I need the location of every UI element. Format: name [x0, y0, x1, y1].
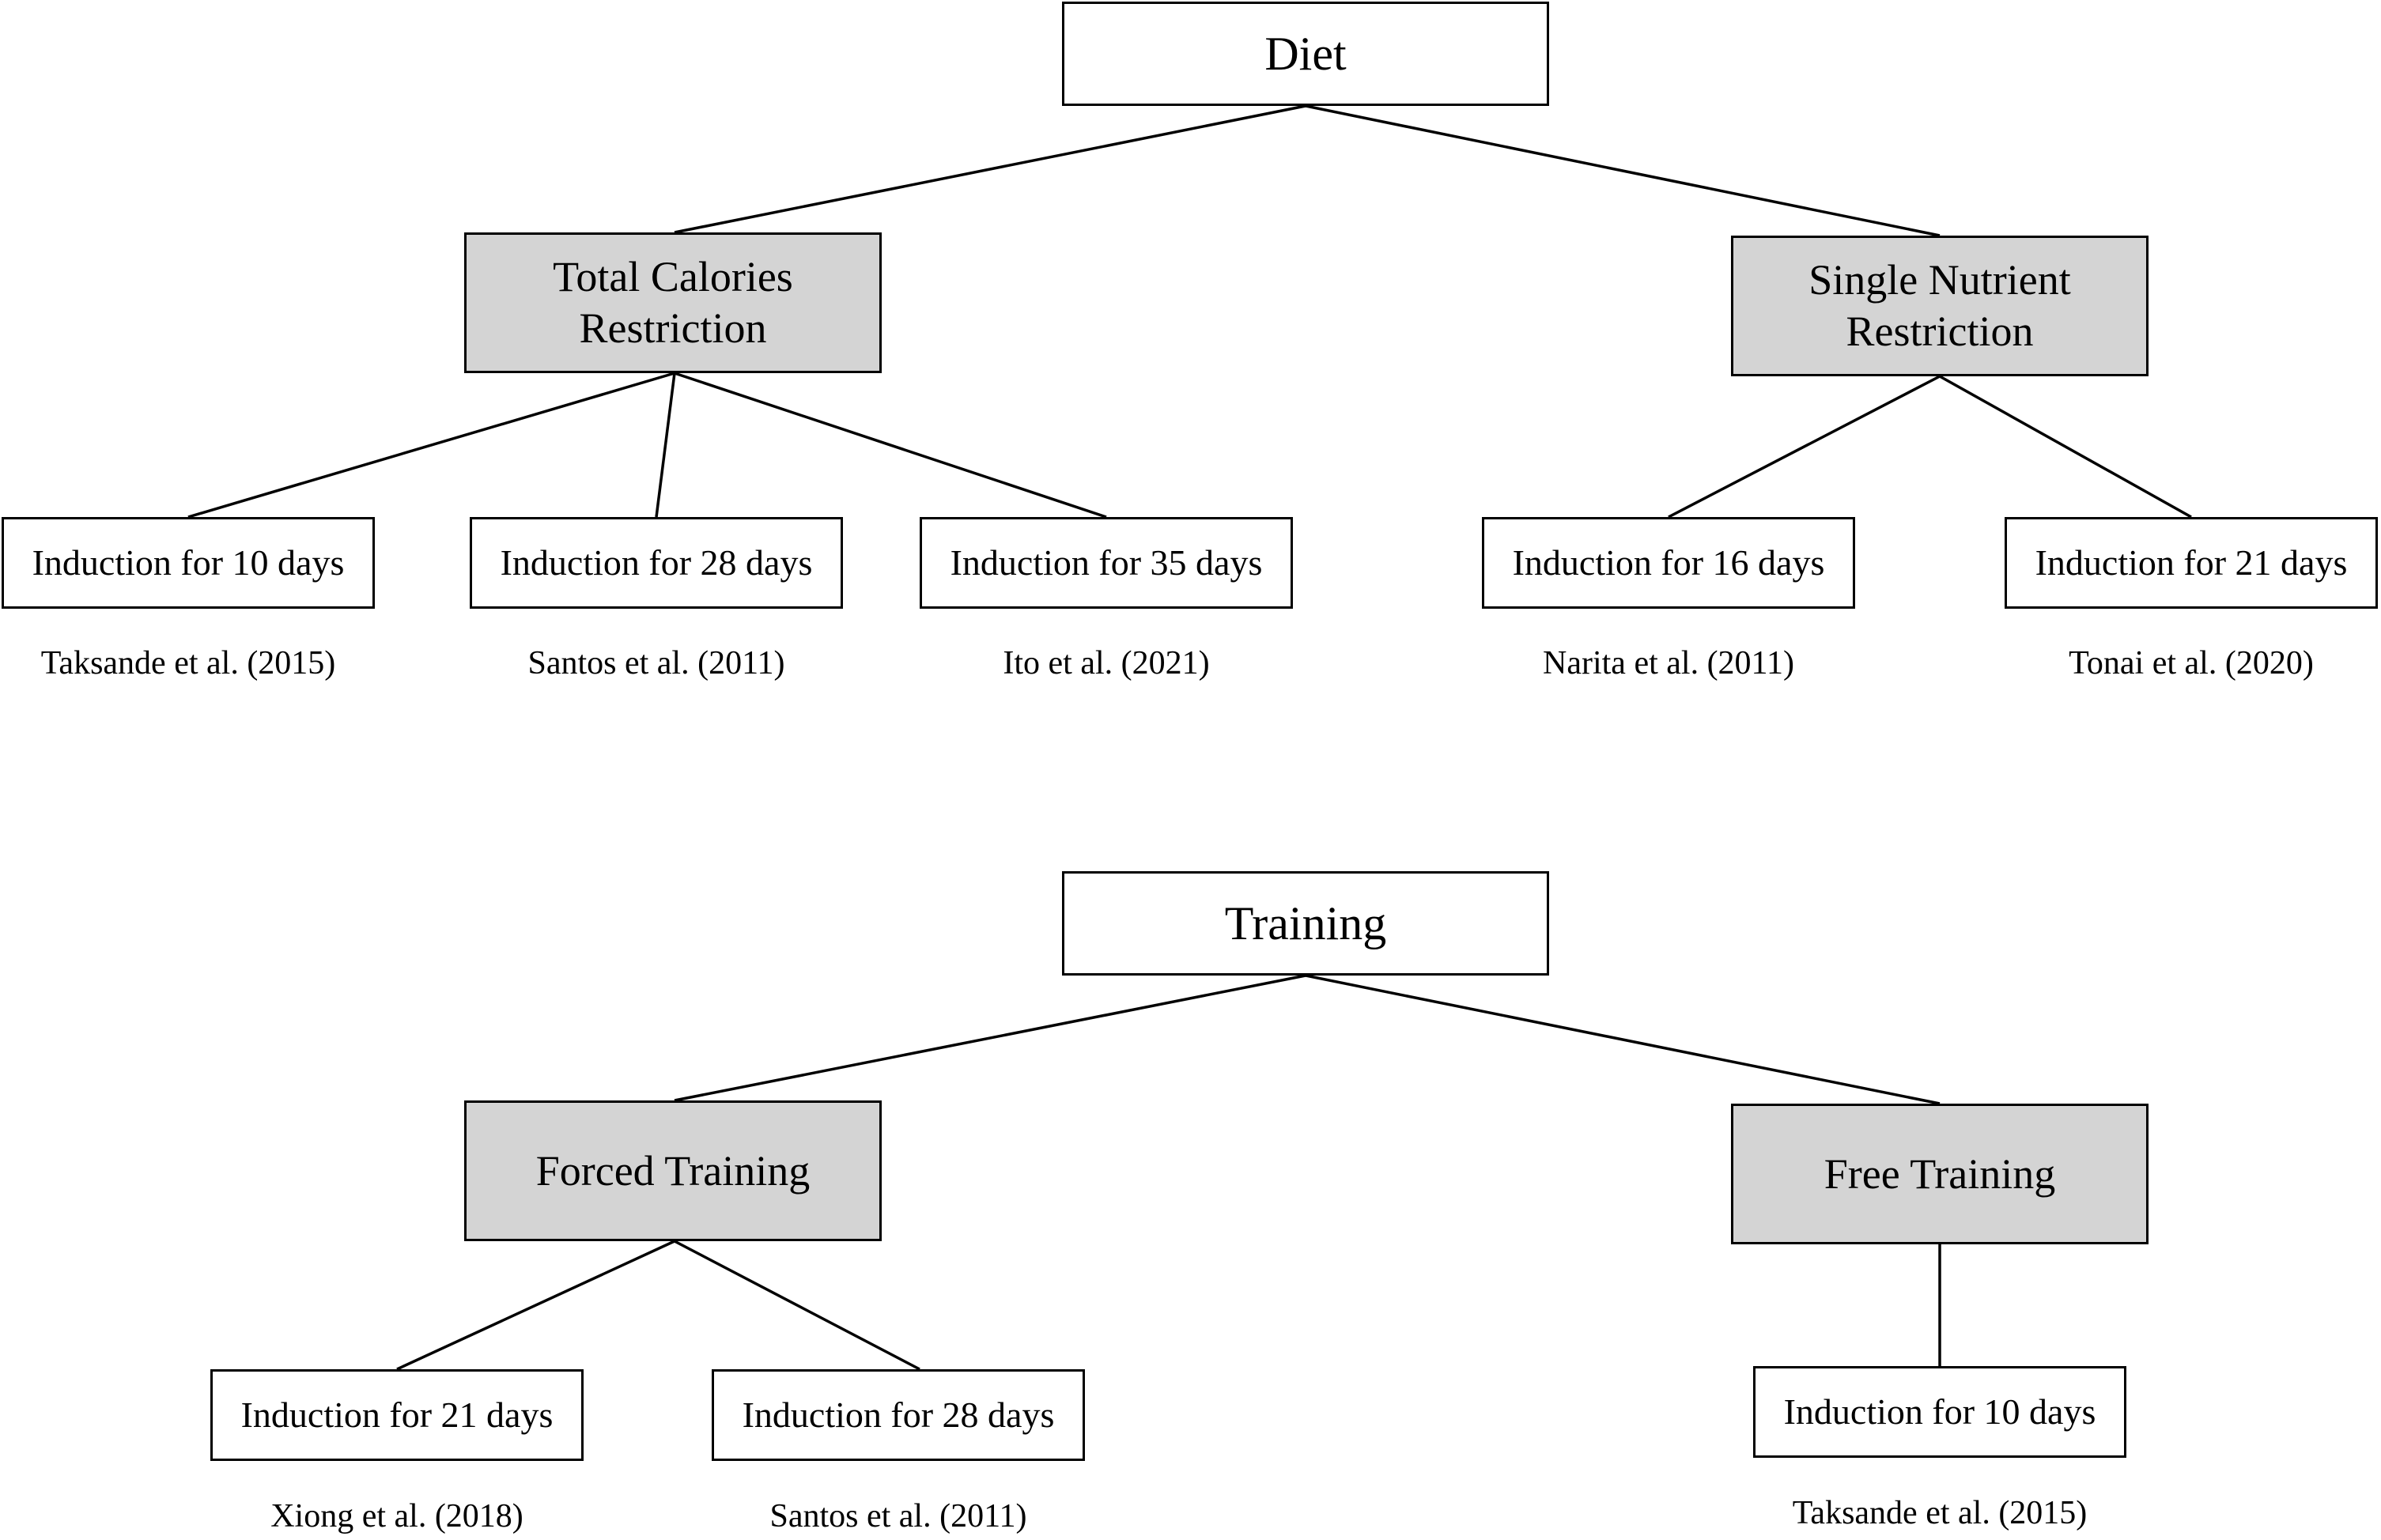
citation-tonai-2020: Tonai et al. (2020): [2069, 645, 2314, 681]
free-training-induction-10-days-node: Induction for 10 days: [1753, 1366, 2126, 1458]
citation-taksande-2015-training: Taksande et al. (2015): [1792, 1495, 2088, 1531]
edge-training-to-free: [1305, 974, 1941, 1105]
total-calories-induction-10-days-node: Induction for 10 days: [2, 517, 375, 609]
edge-diet-to-single-nutrient: [1305, 104, 1941, 237]
total-calories-induction-28-days-node: Induction for 28 days: [470, 517, 843, 609]
edge-diet-to-total-calories: [674, 104, 1306, 234]
citation-santos-2011-training: Santos et al. (2011): [769, 1498, 1027, 1534]
single-nutrient-induction-21-days-node: Induction for 21 days: [2005, 517, 2378, 609]
forced-training-induction-28-days-node: Induction for 28 days: [712, 1369, 1085, 1461]
edge-forced-to-21-days: [396, 1240, 675, 1371]
forced-training-node: Forced Training: [464, 1100, 882, 1241]
edge-total-calories-to-35-days: [674, 372, 1107, 519]
citation-santos-2011: Santos et al. (2011): [527, 645, 785, 681]
edge-total-calories-to-28-days: [655, 372, 676, 518]
training-root-node: Training: [1062, 871, 1549, 976]
citation-narita-2011: Narita et al. (2011): [1543, 645, 1794, 681]
forced-training-induction-21-days-node: Induction for 21 days: [210, 1369, 584, 1461]
citation-ito-2021: Ito et al. (2021): [1003, 645, 1210, 681]
edge-training-to-forced: [674, 974, 1306, 1102]
edge-forced-to-28-days: [674, 1240, 920, 1371]
total-calories-induction-35-days-node: Induction for 35 days: [920, 517, 1293, 609]
citation-taksande-2015: Taksande et al. (2015): [40, 645, 336, 681]
single-nutrient-induction-16-days-node: Induction for 16 days: [1482, 517, 1855, 609]
citation-xiong-2018: Xiong et al. (2018): [270, 1498, 523, 1534]
edge-total-calories-to-10-days: [187, 372, 675, 519]
free-training-node: Free Training: [1731, 1104, 2149, 1244]
edge-single-nutrient-to-16-days: [1668, 375, 1941, 519]
edge-single-nutrient-to-21-days: [1939, 375, 2192, 519]
diet-root-node: Diet: [1062, 2, 1549, 106]
